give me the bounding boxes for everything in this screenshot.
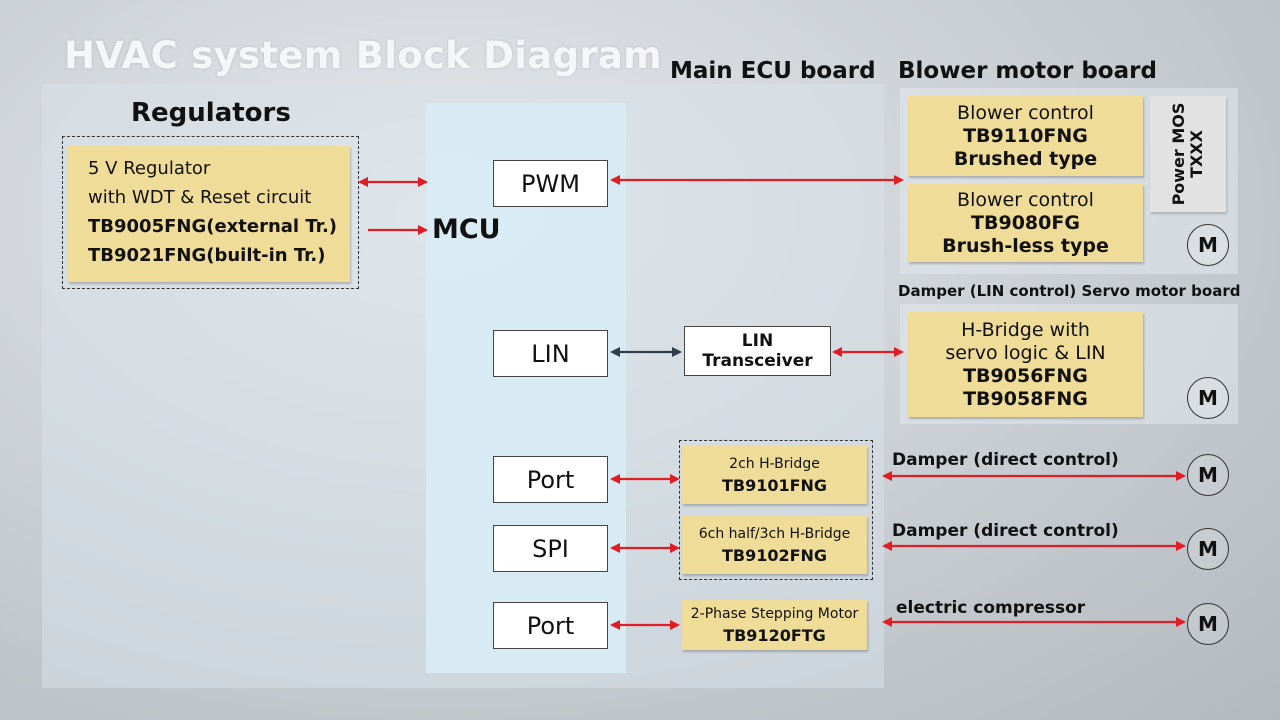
servo-line-1: H-Bridge with <box>961 318 1090 341</box>
hbridge-2ch-box: 2ch H-Bridge TB9101FNG <box>682 446 867 504</box>
lin-port: LIN <box>493 330 608 377</box>
main-ecu-header: Main ECU board <box>670 58 876 84</box>
blower-control-brushed: Blower control TB9110FNG Brushed type <box>908 96 1143 176</box>
hbridge-group <box>679 440 873 580</box>
blower-motor-header: Blower motor board <box>898 58 1157 84</box>
servo-line-2: servo logic & LIN <box>945 341 1106 364</box>
lin-transceiver-line-1: LIN <box>741 331 774 351</box>
servo-hbridge-box: H-Bridge with servo logic & LIN TB9056FN… <box>908 312 1143 417</box>
hbridge-2ch-line-1: 2ch H-Bridge <box>729 456 820 472</box>
hbridge-6ch-line-2: TB9102FNG <box>721 546 828 565</box>
motor-icon: M <box>1187 377 1229 419</box>
regulator-line-3: TB9005FNG(external Tr.) <box>88 216 338 237</box>
brushless-line-1: Blower control <box>957 188 1094 211</box>
motor-icon: M <box>1187 224 1229 266</box>
brushless-line-3: Brush-less type <box>942 234 1109 257</box>
damper-label-1: Damper (direct control) <box>892 450 1119 470</box>
pwm-port: PWM <box>493 160 608 207</box>
servo-motor-header: Damper (LIN control) Servo motor board <box>898 282 1241 300</box>
blower-control-brushless: Blower control TB9080FG Brush-less type <box>908 184 1143 262</box>
regulator-line-2: with WDT & Reset circuit <box>88 187 312 208</box>
mcu-label: MCU <box>432 214 501 245</box>
lin-transceiver: LIN Transceiver <box>684 326 831 376</box>
regulator-line-4: TB9021FNG(built-in Tr.) <box>88 245 326 266</box>
brushed-line-3: Brushed type <box>953 147 1098 170</box>
motor-icon: M <box>1187 603 1229 645</box>
regulator-line-1: 5 V Regulator <box>88 158 211 179</box>
brushed-line-1: Blower control <box>957 101 1094 124</box>
power-mos-box: Power MOS TXXX <box>1150 96 1226 212</box>
motor-icon: M <box>1187 454 1229 496</box>
stepping-line-2: TB9120FTG <box>723 626 826 645</box>
port-1: Port <box>493 456 608 503</box>
hbridge-2ch-line-2: TB9101FNG <box>721 476 828 495</box>
stepping-line-1: 2-Phase Stepping Motor <box>690 606 859 622</box>
brushed-line-2: TB9110FNG <box>963 124 1088 147</box>
hbridge-6ch-line-1: 6ch half/3ch H-Bridge <box>698 526 851 542</box>
regulator-group <box>62 136 359 289</box>
motor-icon: M <box>1187 528 1229 570</box>
servo-line-4: TB9058FNG <box>963 387 1088 410</box>
regulators-header: Regulators <box>131 98 291 128</box>
regulator-box: 5 V Regulator with WDT & Reset circuit T… <box>68 146 350 282</box>
lin-transceiver-line-2: Transceiver <box>702 351 813 371</box>
hbridge-6ch-box: 6ch half/3ch H-Bridge TB9102FNG <box>682 516 867 574</box>
stepping-motor-box: 2-Phase Stepping Motor TB9120FTG <box>682 600 867 650</box>
spi-port: SPI <box>493 525 608 572</box>
brushless-line-2: TB9080FG <box>971 211 1080 234</box>
damper-label-2: Damper (direct control) <box>892 521 1119 541</box>
servo-line-3: TB9056FNG <box>963 364 1088 387</box>
compressor-label: electric compressor <box>896 598 1086 618</box>
diagram-title: HVAC system Block Diagram <box>64 34 662 77</box>
port-2: Port <box>493 602 608 649</box>
